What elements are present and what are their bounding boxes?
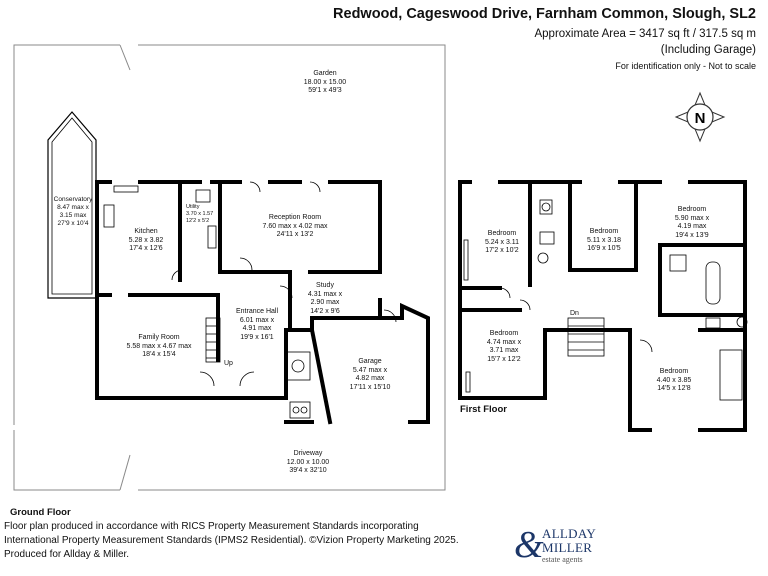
entrance-imperial: 19'9 x 16'1 xyxy=(240,333,274,341)
utility-label: Utility 3.70 x 1.57 12'2 x 5'2 xyxy=(186,204,218,225)
kitchen-label: Kitchen 5.28 x 3.82 17'4 x 12'6 xyxy=(116,228,176,254)
ground-stairs xyxy=(205,317,221,363)
bed3-imperial: 19'4 x 13'9 xyxy=(675,231,709,239)
garage-label: Garage 5.47 max x 4.82 max 17'11 x 15'10 xyxy=(340,358,400,392)
entrance-hall-label: Entrance Hall 6.01 max x 4.91 max 19'9 x… xyxy=(228,308,286,342)
reception-imperial: 24'11 x 13'2 xyxy=(276,231,314,238)
bed3-dims: 5.90 max x xyxy=(674,214,710,222)
logo-line-3: estate agents xyxy=(542,555,583,564)
bed4-dims: 4.74 max x xyxy=(486,338,522,346)
bed5-imperial: 14'5 x 12'8 xyxy=(657,385,691,392)
first-floor-label: First Floor xyxy=(460,404,507,415)
garden-label: Garden 18.00 x 15.00 59'1 x 49'3 xyxy=(295,70,355,96)
family-imperial: 18'4 x 15'4 xyxy=(142,351,176,358)
entrance-dims: 6.01 max x xyxy=(239,316,275,324)
footer-line-2: International Property Measurement Stand… xyxy=(4,535,459,546)
reception-dims: 7.60 max x 4.02 max xyxy=(262,222,328,230)
entrance-name: Entrance Hall xyxy=(235,308,279,315)
bed5-dims: 4.40 x 3.85 xyxy=(656,376,692,384)
bed2-dims: 5.11 x 3.18 xyxy=(586,236,622,244)
bed4-dims2: 3.71 max xyxy=(489,347,519,354)
entrance-dims2: 4.91 max xyxy=(242,325,272,332)
compass-icon: N xyxy=(674,91,726,143)
study-name: Study xyxy=(316,282,334,289)
conservatory-dims2: 3.15 max xyxy=(59,212,87,219)
garage-dims2: 4.82 max xyxy=(355,375,385,382)
utility-dims: 3.70 x 1.57 xyxy=(186,211,214,217)
utility-name: Utility xyxy=(186,204,200,210)
bed2-name: Bedroom xyxy=(589,228,619,235)
allday-miller-logo: & ALLDAY MILLER estate agents xyxy=(514,524,624,566)
study-dims: 4.31 max x xyxy=(307,290,343,298)
logo-ampersand: & xyxy=(514,524,544,566)
first-stairs xyxy=(567,317,605,357)
compass-north-label: N xyxy=(695,110,706,127)
identification-note: For identification only - Not to scale xyxy=(615,61,756,71)
conservatory-name: Conservatory xyxy=(53,196,93,203)
driveway-imperial: 39'4 x 32'10 xyxy=(289,467,327,474)
first-floor-fixtures xyxy=(463,199,748,401)
logo-line-2: MILLER xyxy=(542,540,593,555)
footer-line-1: Floor plan produced in accordance with R… xyxy=(4,521,419,532)
reception-name: Reception Room xyxy=(268,214,322,221)
utility-imperial: 12'2 x 5'2 xyxy=(186,218,210,224)
bedroom-3-label: Bedroom 5.90 max x 4.19 max 19'4 x 13'9 xyxy=(662,206,722,240)
bed1-dims: 5.24 x 3.11 xyxy=(484,238,520,246)
bed4-imperial: 15'7 x 12'2 xyxy=(487,355,521,363)
bedroom-4-label: Bedroom 4.74 max x 3.71 max 15'7 x 12'2 xyxy=(476,330,532,364)
driveway-dims: 12.00 x 10.00 xyxy=(286,458,330,466)
logo-line-1: ALLDAY xyxy=(542,526,597,541)
bed4-name: Bedroom xyxy=(489,330,519,337)
study-label: Study 4.31 max x 2.90 max 14'2 x 9'6 xyxy=(300,282,350,316)
garden-name: Garden xyxy=(313,70,337,77)
study-imperial: 14'2 x 9'6 xyxy=(310,307,340,315)
reception-room-label: Reception Room 7.60 max x 4.02 max 24'11… xyxy=(240,214,350,240)
stairs-down-label: Dn xyxy=(570,310,579,317)
bed5-name: Bedroom xyxy=(659,368,689,375)
bed1-imperial: 17'2 x 10'2 xyxy=(485,247,519,254)
driveway-name: Driveway xyxy=(293,450,323,457)
garage-name: Garage xyxy=(358,358,382,365)
first-floor-walls xyxy=(458,180,747,432)
family-room-label: Family Room 5.58 max x 4.67 max 18'4 x 1… xyxy=(104,334,214,360)
ground-floor-label: Ground Floor xyxy=(10,507,71,518)
ground-floor-fixtures xyxy=(103,181,397,419)
kitchen-imperial: 17'4 x 12'6 xyxy=(129,245,163,252)
driveway-label: Driveway 12.00 x 10.00 39'4 x 32'10 xyxy=(278,450,338,476)
family-name: Family Room xyxy=(138,334,180,341)
bed3-dims2: 4.19 max xyxy=(677,223,707,230)
conservatory-dims: 8.47 max x xyxy=(57,204,89,211)
bed2-imperial: 16'9 x 10'5 xyxy=(587,245,621,252)
bedroom-2-label: Bedroom 5.11 x 3.18 16'9 x 10'5 xyxy=(576,228,632,254)
garage-imperial: 17'11 x 15'10 xyxy=(349,383,391,391)
garage-note: (Including Garage) xyxy=(660,44,756,56)
ground-floor-walls xyxy=(95,180,430,425)
site-boundary xyxy=(13,44,446,491)
property-address-title: Redwood, Cageswood Drive, Farnham Common… xyxy=(333,6,756,22)
bed1-name: Bedroom xyxy=(487,230,517,237)
bedroom-1-label: Bedroom 5.24 x 3.11 17'2 x 10'2 xyxy=(474,230,530,256)
garden-dims: 18.00 x 15.00 xyxy=(303,78,347,86)
conservatory-imperial: 27'9 x 10'4 xyxy=(57,220,89,227)
kitchen-dims: 5.28 x 3.82 xyxy=(128,236,164,244)
bedroom-5-label: Bedroom 4.40 x 3.85 14'5 x 12'8 xyxy=(644,368,704,394)
footer-disclaimer: Floor plan produced in accordance with R… xyxy=(4,520,504,562)
garage-dims: 5.47 max x xyxy=(352,366,388,374)
family-dims: 5.58 max x 4.67 max xyxy=(126,342,192,350)
footer-line-3: Produced for Allday & Miller. xyxy=(4,549,130,560)
garden-imperial: 59'1 x 49'3 xyxy=(308,87,342,94)
conservatory-outline xyxy=(47,111,97,299)
approximate-area: Approximate Area = 3417 sq ft / 317.5 sq… xyxy=(534,28,756,40)
kitchen-name: Kitchen xyxy=(134,228,158,235)
bed3-name: Bedroom xyxy=(677,206,707,213)
conservatory-label: Conservatory 8.47 max x 3.15 max 27'9 x … xyxy=(50,196,96,228)
study-dims2: 2.90 max xyxy=(310,299,340,306)
stairs-up-label: Up xyxy=(224,360,233,367)
